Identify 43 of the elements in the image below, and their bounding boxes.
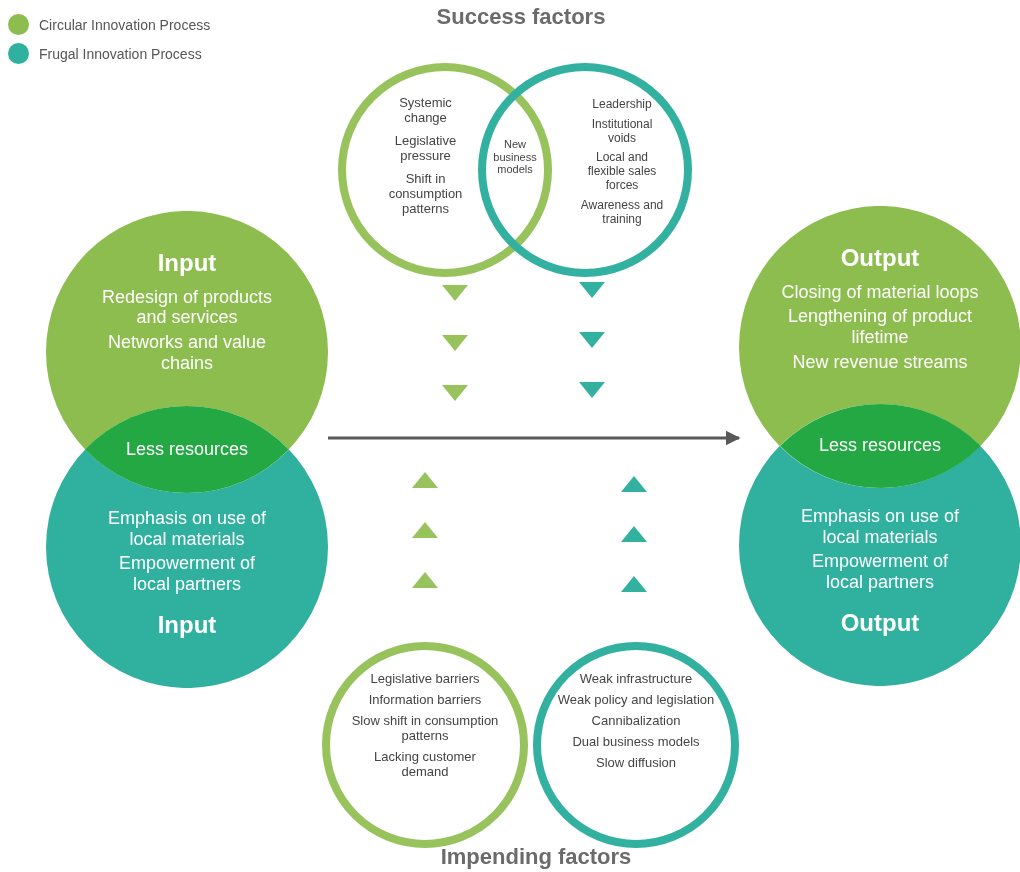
factor-text: Shift in consumption patterns: [387, 171, 464, 217]
factor-ring: [533, 642, 739, 848]
legend-text: Frugal Innovation Process: [39, 45, 202, 62]
overlap-text: New business models: [492, 138, 538, 176]
circle-item: Closing of material loops: [781, 281, 979, 303]
circle-item: Less resources: [125, 438, 248, 460]
factor-text: Leadership: [592, 98, 652, 112]
circle-heading: Output: [840, 244, 920, 272]
factor-text: Dual business models: [572, 734, 700, 750]
factor-ring: [338, 63, 552, 277]
circle-item: Emphasis on use of local materials: [799, 506, 961, 548]
arrow: [328, 430, 741, 446]
circle-heading: Input: [157, 610, 217, 639]
legend-text: Circular Innovation Process: [39, 16, 211, 33]
factor-text: Cannibalization: [591, 713, 681, 729]
factor-text: Weak policy and legislation: [557, 692, 715, 708]
factor-text: Slow diffusion: [596, 755, 676, 771]
factor-text: Local and flexible sales forces: [586, 151, 658, 193]
overlap-lens: [779, 404, 981, 488]
factor-text: Legislative barriers: [370, 672, 480, 687]
overlap-lens: [85, 406, 289, 493]
circle-item: Lengthening of product lifetime: [786, 306, 974, 348]
factor-text: Awareness and training: [580, 198, 664, 227]
section-title: Success factors: [435, 4, 607, 30]
circle-item: Less resources: [818, 435, 941, 456]
circle-heading: Output: [840, 608, 920, 637]
factor-text: Systemic change: [398, 96, 453, 126]
circle-item: New revenue streams: [792, 351, 968, 373]
factor-ring: [322, 642, 528, 848]
circle-item: Emphasis on use of local materials: [106, 508, 268, 550]
factor-text: Slow shift in consumption patterns: [350, 713, 500, 744]
circle-item: Empowerment of local partners: [810, 551, 950, 593]
factor-text: Weak infrastructure: [579, 672, 693, 687]
factor-text: Institutional voids: [590, 117, 654, 146]
factor-text: Legislative pressure: [393, 133, 458, 164]
circle-item: Networks and value chains: [106, 331, 268, 374]
circle-heading: Input: [157, 249, 217, 277]
factor-text: Lacking customer demand: [373, 749, 477, 780]
circle-item: Empowerment of local partners: [117, 553, 257, 595]
factor-ring: [478, 63, 692, 277]
factor-text: Information barriers: [368, 692, 482, 708]
section-title: Impending factors: [439, 844, 633, 870]
circle-item: Redesign of products and services: [100, 286, 274, 328]
